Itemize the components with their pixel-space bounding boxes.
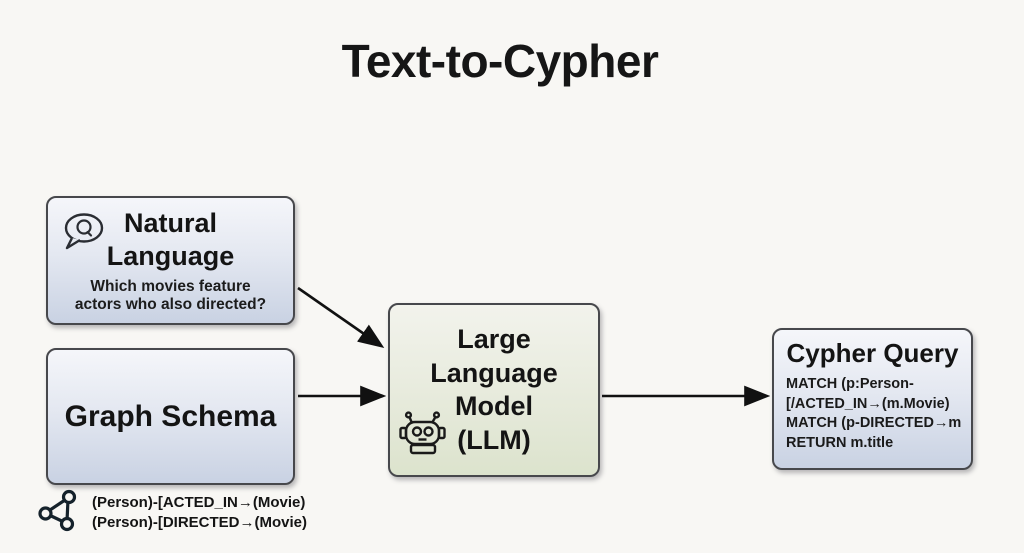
cypher-query-code: MATCH (p:Person- [/ACTED_IN→(m.Movie) MA… — [786, 375, 971, 453]
robot-icon — [399, 411, 447, 462]
schema-legend: (Person)-[ACTED_IN→(Movie) (Person)-[DIR… — [36, 487, 307, 538]
llm-title: Large Language Model (LLM) — [430, 323, 558, 457]
natural-language-title: Natural Language — [48, 207, 293, 273]
natural-language-box: Natural Language Which movies feature ac… — [46, 196, 295, 325]
arrow-natural-language-to-llm — [297, 286, 385, 348]
natural-language-example-question: Which movies feature actors who also dir… — [48, 278, 293, 314]
cypher-code-line4: RETURN m.title — [786, 434, 894, 451]
llm-title-line1: Large — [457, 324, 531, 354]
example-question-line2: actors who also directed? — [74, 296, 267, 313]
llm-box: Large Language Model (LLM) — [388, 303, 600, 477]
speech-bubble-q-icon — [60, 211, 106, 258]
llm-title-line2: Language — [430, 357, 558, 388]
schema-legend-line1: (Person)-[ACTED_IN→(Movie) — [92, 493, 306, 511]
cypher-code-line1: MATCH (p:Person- — [786, 376, 914, 392]
natural-language-title-line1: Natural — [123, 208, 218, 238]
graph-schema-title: Graph Schema — [64, 399, 277, 433]
cypher-query-box: Cypher Query MATCH (p:Person- [/ACTED_IN… — [772, 328, 973, 470]
cypher-code-line3: MATCH (p-DIRECTED→m — [786, 415, 962, 431]
llm-title-line4: (LLM) — [457, 424, 531, 455]
cypher-query-title: Cypher Query — [786, 338, 959, 368]
schema-legend-line2: (Person)-[DIRECTED→(Movie) — [92, 513, 308, 531]
graph-nodes-icon — [36, 487, 84, 538]
natural-language-title-line2: Language — [106, 241, 235, 271]
schema-legend-text: (Person)-[ACTED_IN→(Movie) (Person)-[DIR… — [92, 493, 307, 533]
example-question-line1: Which movies feature — [90, 278, 251, 295]
page-title: Text-to-Cypher — [341, 35, 659, 87]
cypher-code-line2: [/ACTED_IN→(m.Movie) — [786, 395, 950, 412]
graph-schema-box: Graph Schema — [46, 348, 295, 485]
llm-title-line3: Model — [454, 391, 533, 421]
